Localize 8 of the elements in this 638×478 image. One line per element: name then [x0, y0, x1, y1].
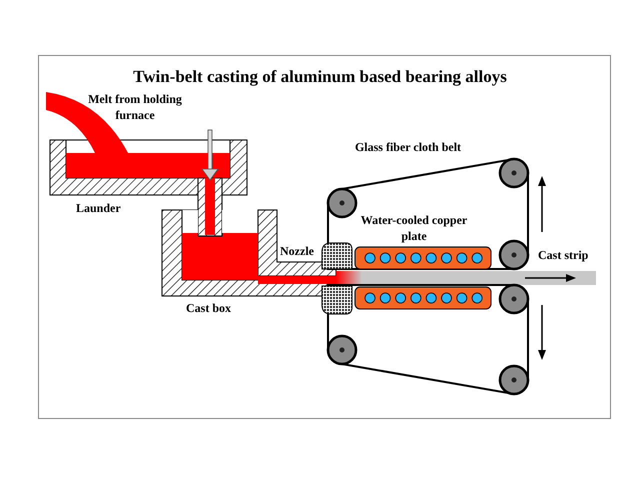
- part-label: Glass fiber cloth belt: [354, 139, 462, 155]
- part-label: Nozzle: [280, 243, 315, 259]
- part-label: Launder: [76, 200, 122, 216]
- part-label: Water-cooled copper plate: [360, 212, 468, 244]
- diagram-title: Twin-belt casting of aluminum based bearing alloys: [132, 66, 508, 88]
- part-label: Melt from holding furnace: [87, 91, 183, 123]
- part-label: Cast strip: [538, 247, 590, 263]
- part-label: Cast box: [186, 300, 232, 316]
